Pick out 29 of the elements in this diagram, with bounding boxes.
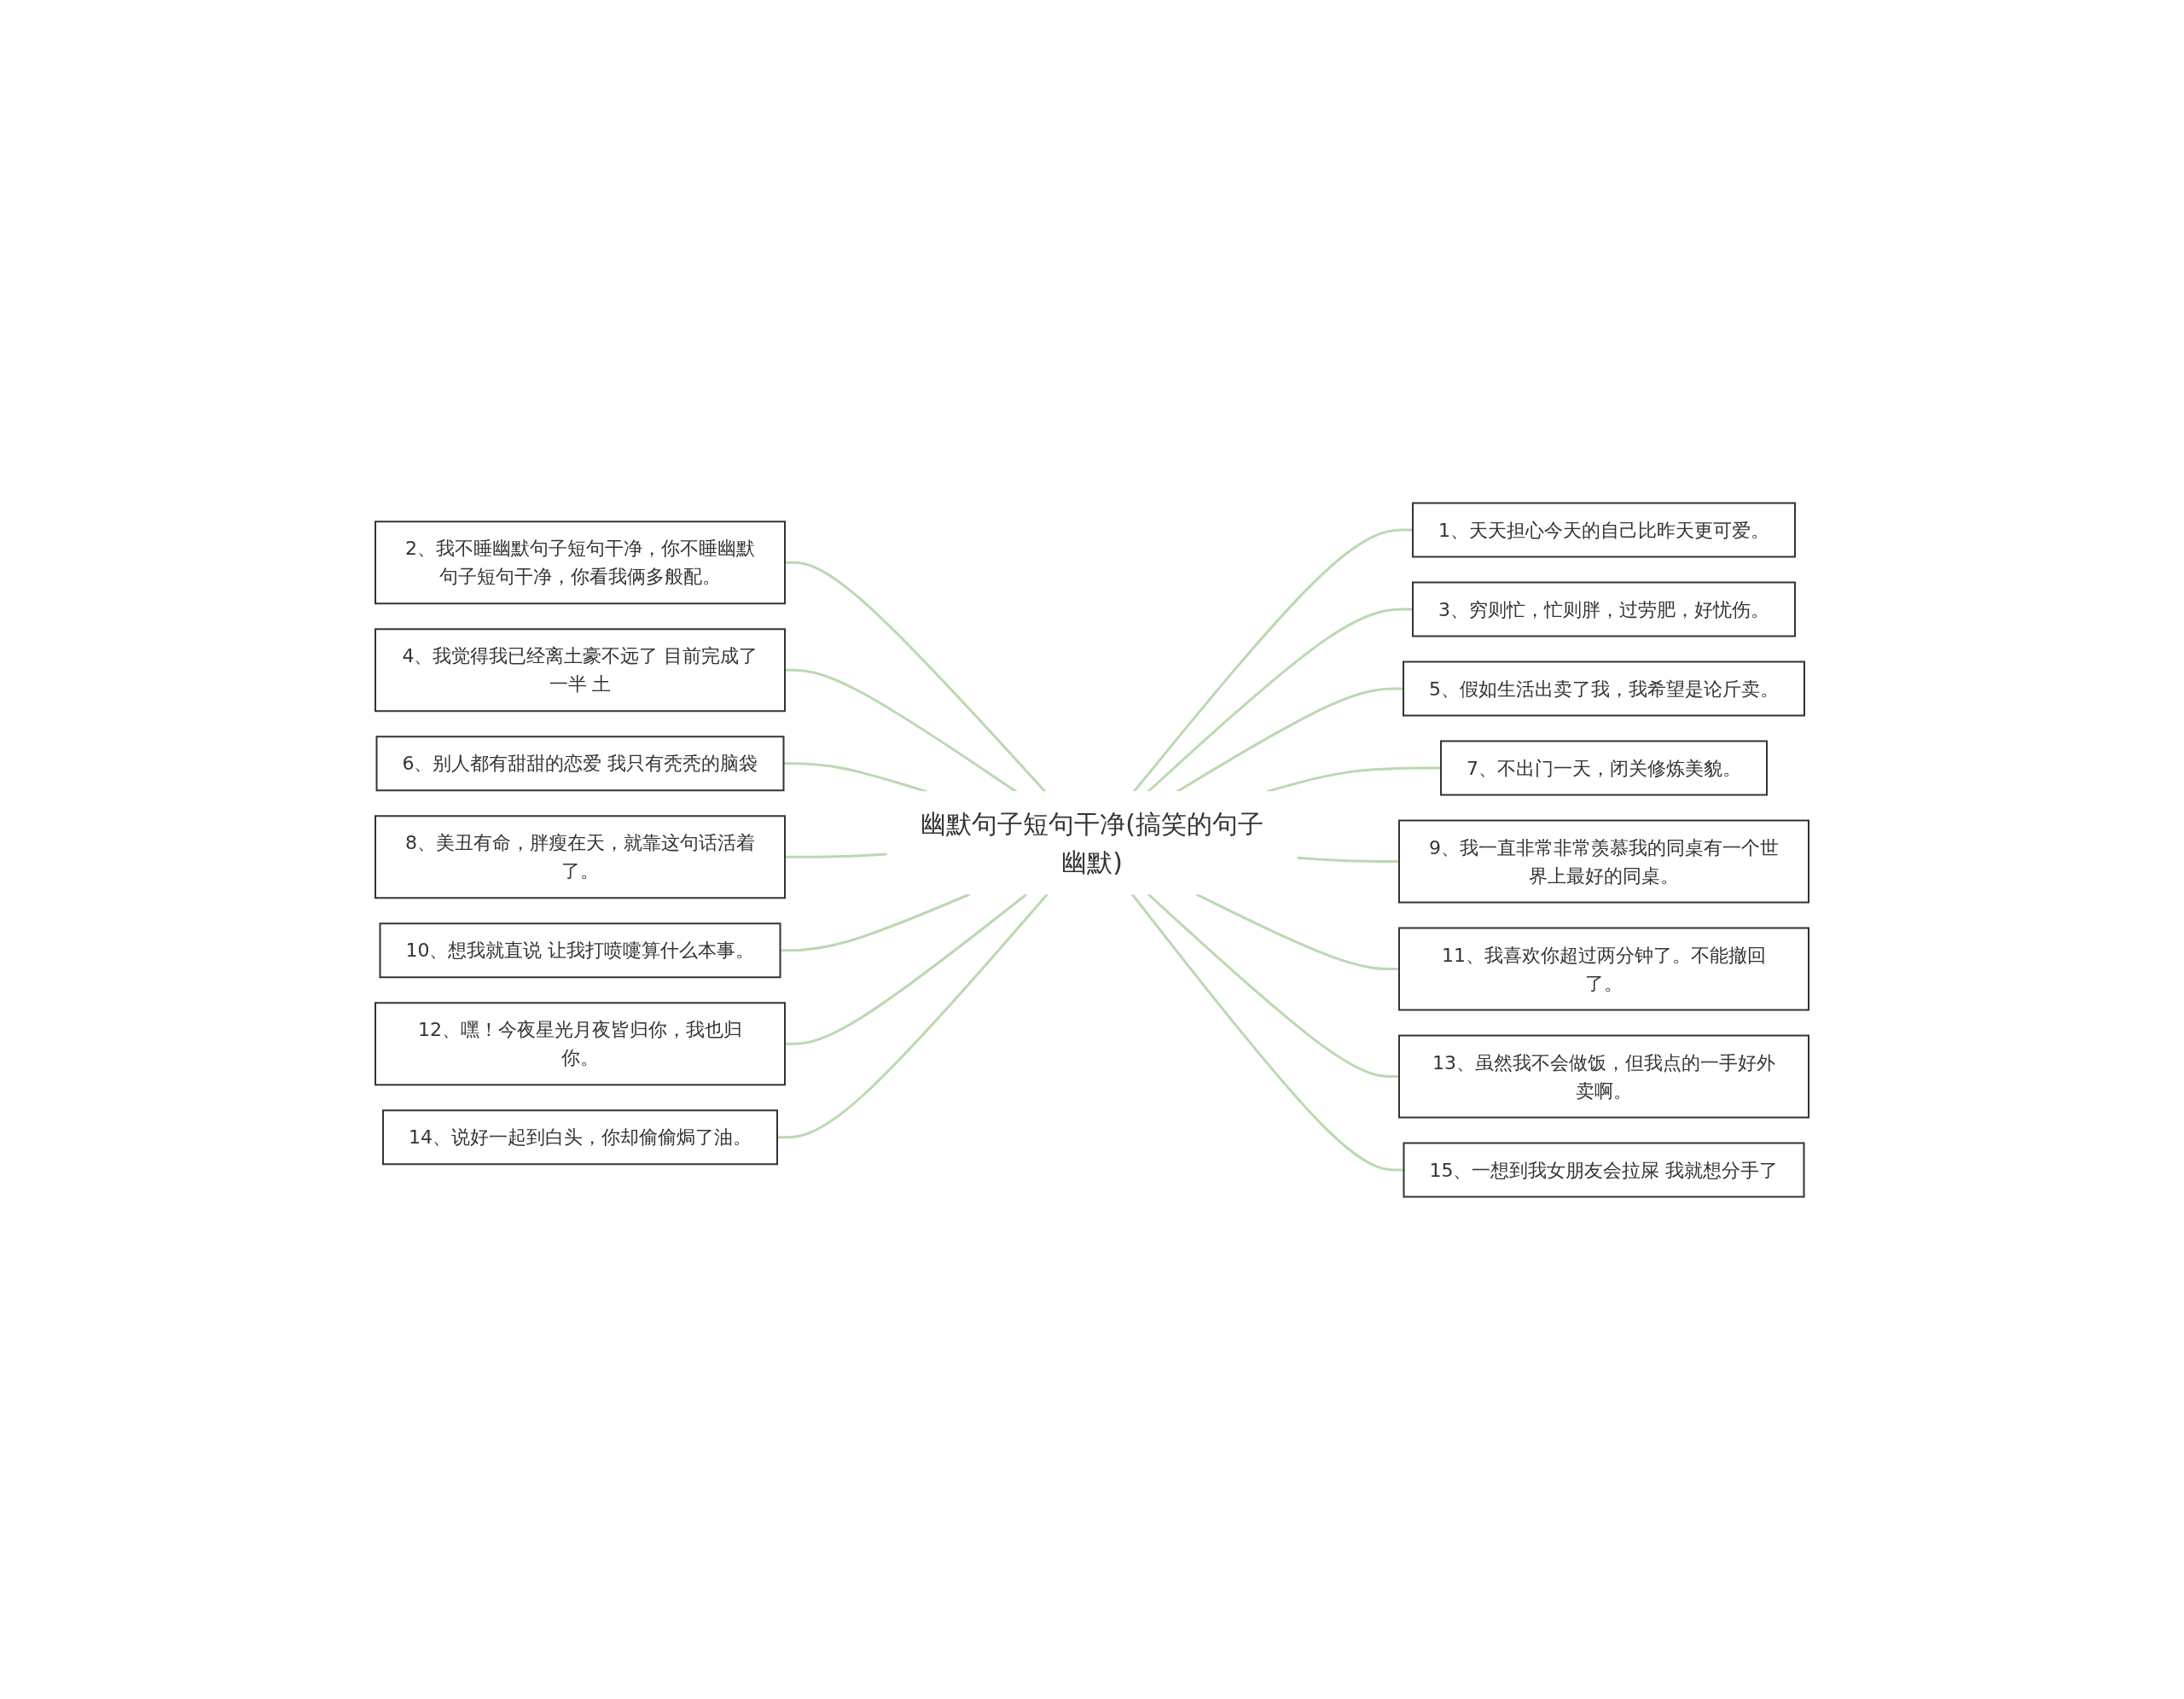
connector	[1176, 687, 1403, 793]
node-box: 11、我喜欢你超过两分钟了。不能撤回了。	[1398, 927, 1809, 1010]
node-box: 7、不出门一天，闭关修炼美貌。	[1440, 740, 1768, 795]
node-text: 幽默句子短句干净(搞笑的句子幽默)	[921, 808, 1263, 877]
connector	[1266, 766, 1441, 793]
connector	[783, 761, 927, 793]
node-box: 3、穷则忙，忙则胖，过劳肥，好忧伤。	[1412, 581, 1796, 637]
connector	[777, 893, 1048, 1138]
node-box: 15、一想到我女朋友会拉屎 我就想分手了	[1403, 1142, 1805, 1197]
connector	[785, 668, 1017, 793]
node-box: 2、我不睡幽默句子短句干净，你不睡幽默句子短句干净，你看我俩多般配。	[375, 520, 786, 604]
node-box: 5、假如生活出卖了我，我希望是论斤卖。	[1403, 660, 1805, 716]
node-box: 12、嘿！今夜星光月夜皆归你，我也归你。	[375, 1001, 786, 1085]
connector	[1147, 893, 1399, 1078]
connector	[785, 893, 1028, 1045]
node-box: 13、虽然我不会做饭，但我点的一手好外卖啊。	[1398, 1034, 1809, 1118]
node-box: 4、我觉得我已经离土豪不远了 目前完成了一半 土	[375, 627, 786, 712]
connector	[785, 561, 1047, 793]
node-box: 10、想我就直说 让我打喷嚏算什么本事。	[379, 922, 781, 978]
node-box: 9、我一直非常非常羡慕我的同桌有一个世界上最好的同桌。	[1398, 819, 1809, 903]
node-box: 14、说好一起到白头，你却偷偷焗了油。	[382, 1108, 778, 1165]
connector	[1147, 608, 1413, 793]
connector	[1296, 856, 1399, 863]
node-box: 1、天天担心今天的自己比昨天更可爱。	[1412, 502, 1796, 557]
connector	[785, 852, 888, 858]
node-box: 6、别人都有甜甜的恋爱 我只有秃秃的脑袋	[375, 735, 785, 791]
connector	[1132, 528, 1413, 793]
node-box: 8、美丑有命，胖瘦在天，就靠这句话活着了。	[375, 814, 786, 899]
connector	[1130, 893, 1404, 1171]
